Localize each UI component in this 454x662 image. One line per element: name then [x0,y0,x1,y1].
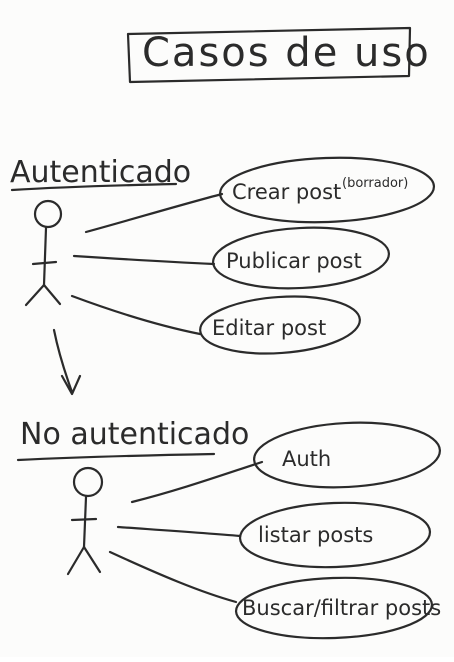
use-case-label: listar posts [258,523,373,547]
use-case-crear-post: Crear post (borrador) [84,156,436,234]
diagram-title: Casos de uso [142,30,431,76]
use-case-label: Editar post [212,316,326,340]
actor-no-autenticado: No autenticado [16,417,249,576]
title-box: Casos de uso [126,26,431,84]
use-case-publicar-post: Publicar post [72,226,390,290]
use-case-buscar-filtrar-posts: Buscar/filtrar posts [108,550,441,640]
actor-label-underline [10,182,178,192]
use-case-label: Auth [282,447,331,471]
use-case-listar-posts: listar posts [116,501,432,569]
use-case-label: Publicar post [226,249,362,273]
actor-label-underline [16,452,216,462]
use-case-editar-post: Editar post [70,294,361,355]
generalization-arrow [52,328,82,396]
use-case-label: Crear post [232,180,341,204]
actor-label-no-autenticado: No autenticado [20,417,249,452]
use-case-note: (borrador) [342,176,408,191]
use-case-label: Buscar/filtrar posts [242,596,441,620]
stick-figure-icon [24,199,63,307]
use-case-auth: Auth [130,421,441,504]
actor-autenticado: Autenticado [10,155,191,307]
stick-figure-icon [66,466,104,576]
